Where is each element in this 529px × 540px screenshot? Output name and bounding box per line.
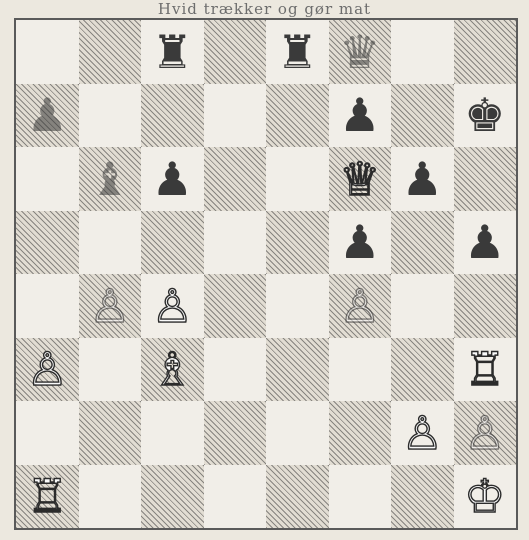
square-a1[interactable]: ♖ bbox=[16, 465, 79, 529]
square-a7[interactable]: ♟ bbox=[16, 84, 79, 148]
square-c5[interactable] bbox=[141, 211, 204, 275]
square-f5[interactable]: ♟ bbox=[329, 211, 392, 275]
square-f1[interactable] bbox=[329, 465, 392, 529]
square-e2[interactable] bbox=[266, 401, 329, 465]
square-a8[interactable] bbox=[16, 20, 79, 84]
square-e7[interactable] bbox=[266, 84, 329, 148]
square-c7[interactable] bbox=[141, 84, 204, 148]
square-e6[interactable] bbox=[266, 147, 329, 211]
chess-piece[interactable]: ♟ bbox=[339, 219, 380, 265]
square-b4[interactable]: ♙ bbox=[79, 274, 142, 338]
square-b1[interactable] bbox=[79, 465, 142, 529]
square-h2[interactable]: ♙ bbox=[454, 401, 517, 465]
square-e4[interactable] bbox=[266, 274, 329, 338]
chess-piece[interactable]: ♜ bbox=[277, 29, 318, 75]
chess-piece[interactable]: ♟ bbox=[27, 92, 68, 138]
chess-piece[interactable]: ♕ bbox=[339, 156, 380, 202]
square-g1[interactable] bbox=[391, 465, 454, 529]
square-a3[interactable]: ♙ bbox=[16, 338, 79, 402]
chess-piece[interactable]: ♙ bbox=[402, 410, 443, 456]
square-e5[interactable] bbox=[266, 211, 329, 275]
square-b7[interactable] bbox=[79, 84, 142, 148]
chess-piece[interactable]: ♔ bbox=[464, 473, 505, 519]
square-b6[interactable]: ♝ bbox=[79, 147, 142, 211]
square-d4[interactable] bbox=[204, 274, 267, 338]
chess-piece[interactable]: ♜ bbox=[152, 29, 193, 75]
square-f4[interactable]: ♙ bbox=[329, 274, 392, 338]
square-c2[interactable] bbox=[141, 401, 204, 465]
square-b8[interactable] bbox=[79, 20, 142, 84]
square-c3[interactable]: ♗ bbox=[141, 338, 204, 402]
chess-piece[interactable]: ♙ bbox=[464, 410, 505, 456]
square-f2[interactable] bbox=[329, 401, 392, 465]
square-h7[interactable]: ♚ bbox=[454, 84, 517, 148]
square-f8[interactable]: ♛ bbox=[329, 20, 392, 84]
square-c8[interactable]: ♜ bbox=[141, 20, 204, 84]
square-e3[interactable] bbox=[266, 338, 329, 402]
chess-piece[interactable]: ♖ bbox=[464, 346, 505, 392]
square-d2[interactable] bbox=[204, 401, 267, 465]
chess-piece[interactable]: ♟ bbox=[464, 219, 505, 265]
chess-piece[interactable]: ♟ bbox=[339, 92, 380, 138]
square-h5[interactable]: ♟ bbox=[454, 211, 517, 275]
square-d8[interactable] bbox=[204, 20, 267, 84]
square-e1[interactable] bbox=[266, 465, 329, 529]
chess-piece[interactable]: ♙ bbox=[89, 283, 130, 329]
square-g4[interactable] bbox=[391, 274, 454, 338]
square-a4[interactable] bbox=[16, 274, 79, 338]
square-f6[interactable]: ♕ bbox=[329, 147, 392, 211]
square-g6[interactable]: ♟ bbox=[391, 147, 454, 211]
chess-piece[interactable]: ♙ bbox=[152, 283, 193, 329]
square-d1[interactable] bbox=[204, 465, 267, 529]
square-a6[interactable] bbox=[16, 147, 79, 211]
chess-piece[interactable]: ♙ bbox=[27, 346, 68, 392]
square-b2[interactable] bbox=[79, 401, 142, 465]
square-f7[interactable]: ♟ bbox=[329, 84, 392, 148]
chess-piece[interactable]: ♝ bbox=[89, 156, 130, 202]
chess-piece[interactable]: ♛ bbox=[339, 29, 380, 75]
square-f3[interactable] bbox=[329, 338, 392, 402]
square-b5[interactable] bbox=[79, 211, 142, 275]
square-g2[interactable]: ♙ bbox=[391, 401, 454, 465]
chess-piece[interactable]: ♟ bbox=[402, 156, 443, 202]
square-h1[interactable]: ♔ bbox=[454, 465, 517, 529]
square-g7[interactable] bbox=[391, 84, 454, 148]
chess-piece[interactable]: ♗ bbox=[152, 346, 193, 392]
chess-piece[interactable]: ♚ bbox=[464, 92, 505, 138]
square-g5[interactable] bbox=[391, 211, 454, 275]
diagram-caption: Hvid trækker og gør mat bbox=[0, 0, 529, 18]
chess-piece[interactable]: ♙ bbox=[339, 283, 380, 329]
square-c4[interactable]: ♙ bbox=[141, 274, 204, 338]
square-g3[interactable] bbox=[391, 338, 454, 402]
square-b3[interactable] bbox=[79, 338, 142, 402]
square-g8[interactable] bbox=[391, 20, 454, 84]
square-h6[interactable] bbox=[454, 147, 517, 211]
square-c6[interactable]: ♟ bbox=[141, 147, 204, 211]
square-a2[interactable] bbox=[16, 401, 79, 465]
square-h4[interactable] bbox=[454, 274, 517, 338]
square-a5[interactable] bbox=[16, 211, 79, 275]
square-d3[interactable] bbox=[204, 338, 267, 402]
chess-piece[interactable]: ♟ bbox=[152, 156, 193, 202]
square-c1[interactable] bbox=[141, 465, 204, 529]
chess-piece[interactable]: ♖ bbox=[27, 473, 68, 519]
square-h3[interactable]: ♖ bbox=[454, 338, 517, 402]
chess-board: ♜ ♜ ♛ ♟ ♟ ♚ ♝ ♟ ♕ ♟ ♟ ♟ ♙ ♙ ♙ ♙ ♗ ♖ ♙ ♙ ♖ ♔ bbox=[14, 18, 518, 530]
square-h8[interactable] bbox=[454, 20, 517, 84]
square-e8[interactable]: ♜ bbox=[266, 20, 329, 84]
square-d5[interactable] bbox=[204, 211, 267, 275]
square-d7[interactable] bbox=[204, 84, 267, 148]
square-d6[interactable] bbox=[204, 147, 267, 211]
